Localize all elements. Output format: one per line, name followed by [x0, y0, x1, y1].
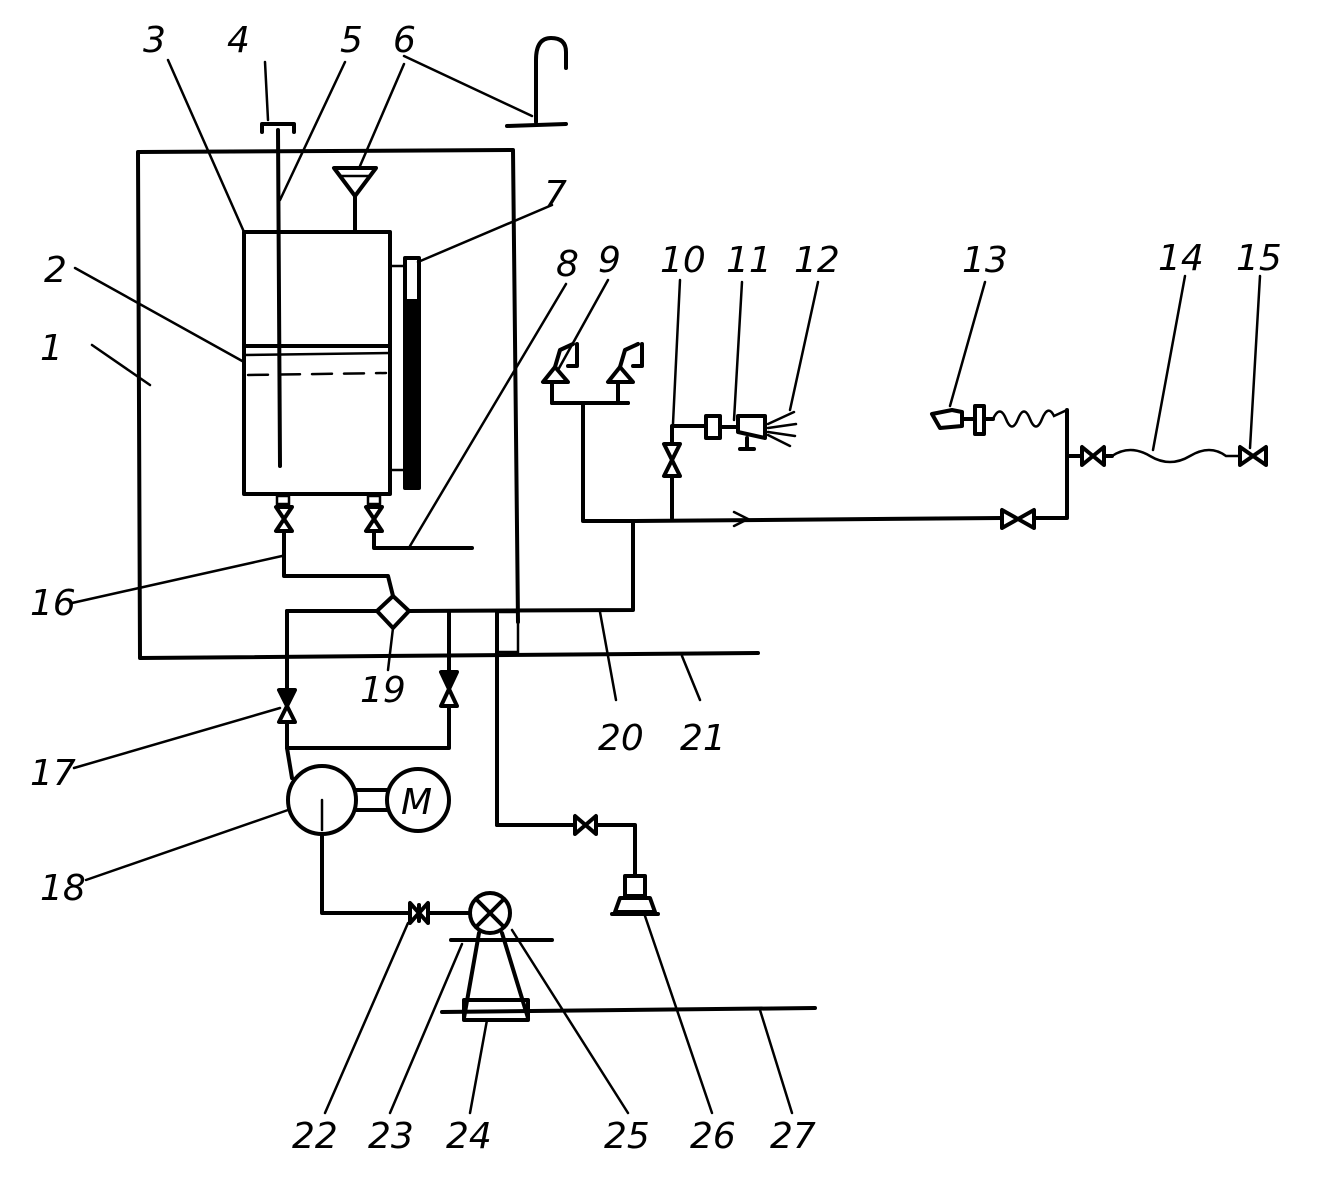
riser-10-top	[670, 424, 708, 446]
valve-15	[1238, 445, 1268, 467]
motor-label: M	[401, 782, 432, 823]
filter	[468, 891, 512, 935]
label-9: 9	[598, 240, 621, 281]
label-13: 13	[962, 240, 1008, 281]
label-25: 25	[604, 1116, 650, 1157]
pressure-line	[407, 519, 635, 613]
connector-11	[704, 414, 767, 451]
drain-valve-left	[274, 494, 294, 533]
intake	[462, 931, 530, 1020]
distributor	[375, 594, 411, 630]
bypass-lower	[285, 704, 451, 750]
suction-pipe	[320, 832, 412, 915]
label-18: 18	[40, 868, 86, 909]
water-tap-base	[505, 122, 568, 128]
hose-14	[1110, 448, 1242, 464]
manifold-main	[631, 516, 1004, 523]
label-5: 5	[340, 20, 363, 61]
valve-22	[408, 901, 430, 925]
branch-valve	[573, 814, 598, 836]
label-11: 11	[726, 240, 772, 281]
label-17: 17	[30, 753, 76, 794]
gun-valve-1	[541, 342, 579, 405]
label-3: 3	[143, 20, 166, 61]
funnel	[332, 166, 378, 198]
label-26: 26	[690, 1116, 736, 1157]
label-2: 2	[44, 250, 67, 291]
label-24: 24	[446, 1116, 492, 1157]
rod-handle	[260, 122, 296, 134]
bypass-valve	[439, 670, 459, 708]
drain-valve-right	[364, 494, 384, 533]
water-surface-dash	[246, 371, 388, 377]
label-23: 23	[368, 1116, 414, 1157]
label-7: 7	[544, 174, 567, 215]
spray-12	[766, 410, 798, 448]
drain-pipe	[372, 529, 474, 550]
gauge-glass-fill	[407, 299, 418, 486]
label-27: 27	[770, 1116, 816, 1157]
label-14: 14	[1158, 238, 1204, 279]
label-8: 8	[556, 244, 579, 285]
ground-line	[440, 1006, 817, 1014]
label-1: 1	[40, 328, 63, 369]
valve-17	[277, 688, 297, 724]
hose-riser	[1032, 454, 1069, 520]
supply-pipe	[282, 529, 395, 598]
label-19: 19	[360, 670, 406, 711]
pump-feed	[285, 746, 294, 780]
label-10: 10	[660, 240, 706, 281]
label-6: 6	[393, 20, 416, 61]
gun-valve-2	[606, 342, 644, 405]
valve-10	[662, 442, 682, 478]
label-12: 12	[794, 240, 840, 281]
sprinkler-26	[610, 874, 660, 916]
leader-lines	[70, 54, 1262, 1115]
label-4: 4	[227, 20, 250, 61]
branch-pipe-2	[594, 823, 637, 878]
motor	[385, 767, 451, 833]
water-level-line-2	[242, 351, 392, 357]
flow-arrow	[732, 510, 751, 528]
gauge-glass	[403, 256, 421, 490]
cabinet-outline	[136, 148, 760, 660]
main-valve	[1000, 508, 1036, 530]
cabinet-joint	[495, 610, 520, 654]
manifold-left	[581, 401, 635, 523]
gun-13	[930, 404, 1069, 436]
label-16: 16	[30, 583, 76, 624]
tank	[242, 230, 392, 496]
label-22: 22	[292, 1116, 338, 1157]
label-20: 20	[598, 718, 644, 759]
rod	[276, 128, 282, 468]
label-15: 15	[1236, 238, 1282, 279]
hose-valve	[1065, 445, 1114, 467]
label-21: 21	[680, 718, 726, 759]
water-tap	[534, 36, 568, 124]
